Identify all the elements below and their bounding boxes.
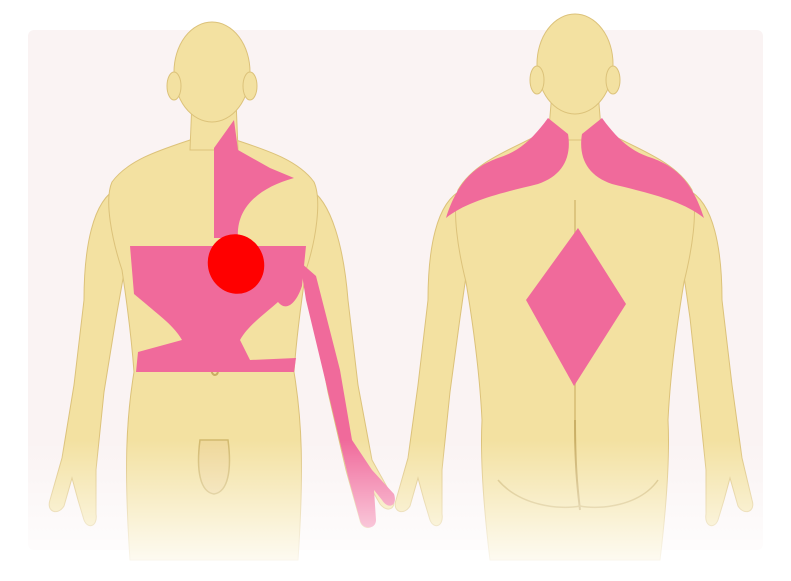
back-left-shoulder-pain-zone bbox=[446, 118, 569, 218]
left-arm-pain-strip bbox=[300, 262, 395, 528]
left-neck-shoulder-arm-pain-zone bbox=[214, 120, 294, 238]
front-referred-pain-zones bbox=[130, 120, 395, 528]
back-left-ear bbox=[529, 65, 545, 95]
chest-pain-zone bbox=[130, 246, 306, 372]
front-left-ear bbox=[166, 71, 182, 101]
interscapular-pain-zone bbox=[526, 228, 626, 386]
front-right-ear bbox=[242, 71, 258, 101]
heart bbox=[207, 234, 265, 294]
back-head bbox=[536, 13, 614, 115]
back-right-shoulder-pain-zone bbox=[581, 118, 704, 218]
back-right-ear bbox=[605, 65, 621, 95]
back-referred-pain-zones bbox=[446, 118, 704, 386]
front-head bbox=[173, 21, 251, 123]
bottom-fade bbox=[0, 440, 791, 581]
